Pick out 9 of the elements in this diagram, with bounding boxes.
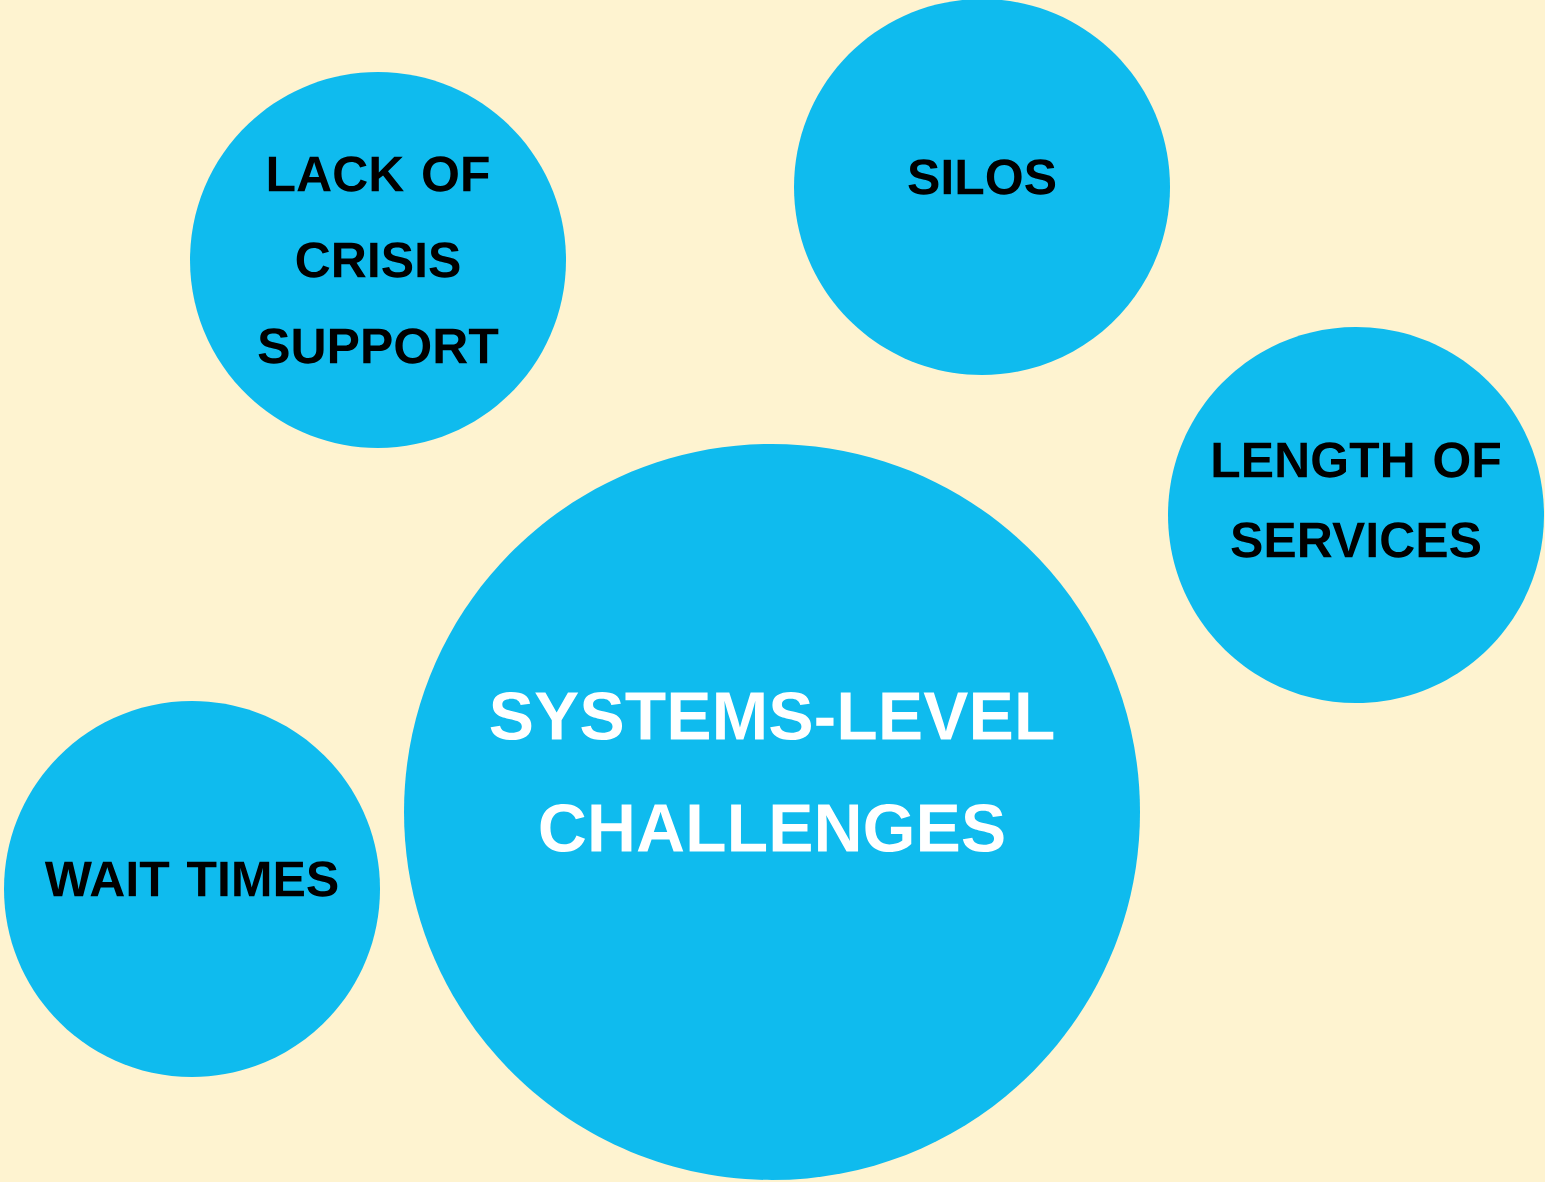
bubble-label: LACK OF CRISIS SUPPORT xyxy=(258,156,499,364)
bubble-label: LENGTH OF SERVICES xyxy=(1213,442,1500,558)
bubble-circle xyxy=(404,444,1140,1180)
bubble-label: SILOS xyxy=(908,159,1056,195)
bubble-circle xyxy=(190,72,566,448)
bubble-label: SYSTEMS-LEVEL CHALLENGES xyxy=(490,691,1054,853)
bubble-circle xyxy=(1168,327,1544,703)
bubble-circle xyxy=(4,701,380,1077)
bubble-label: WAIT TIMES xyxy=(44,861,338,897)
